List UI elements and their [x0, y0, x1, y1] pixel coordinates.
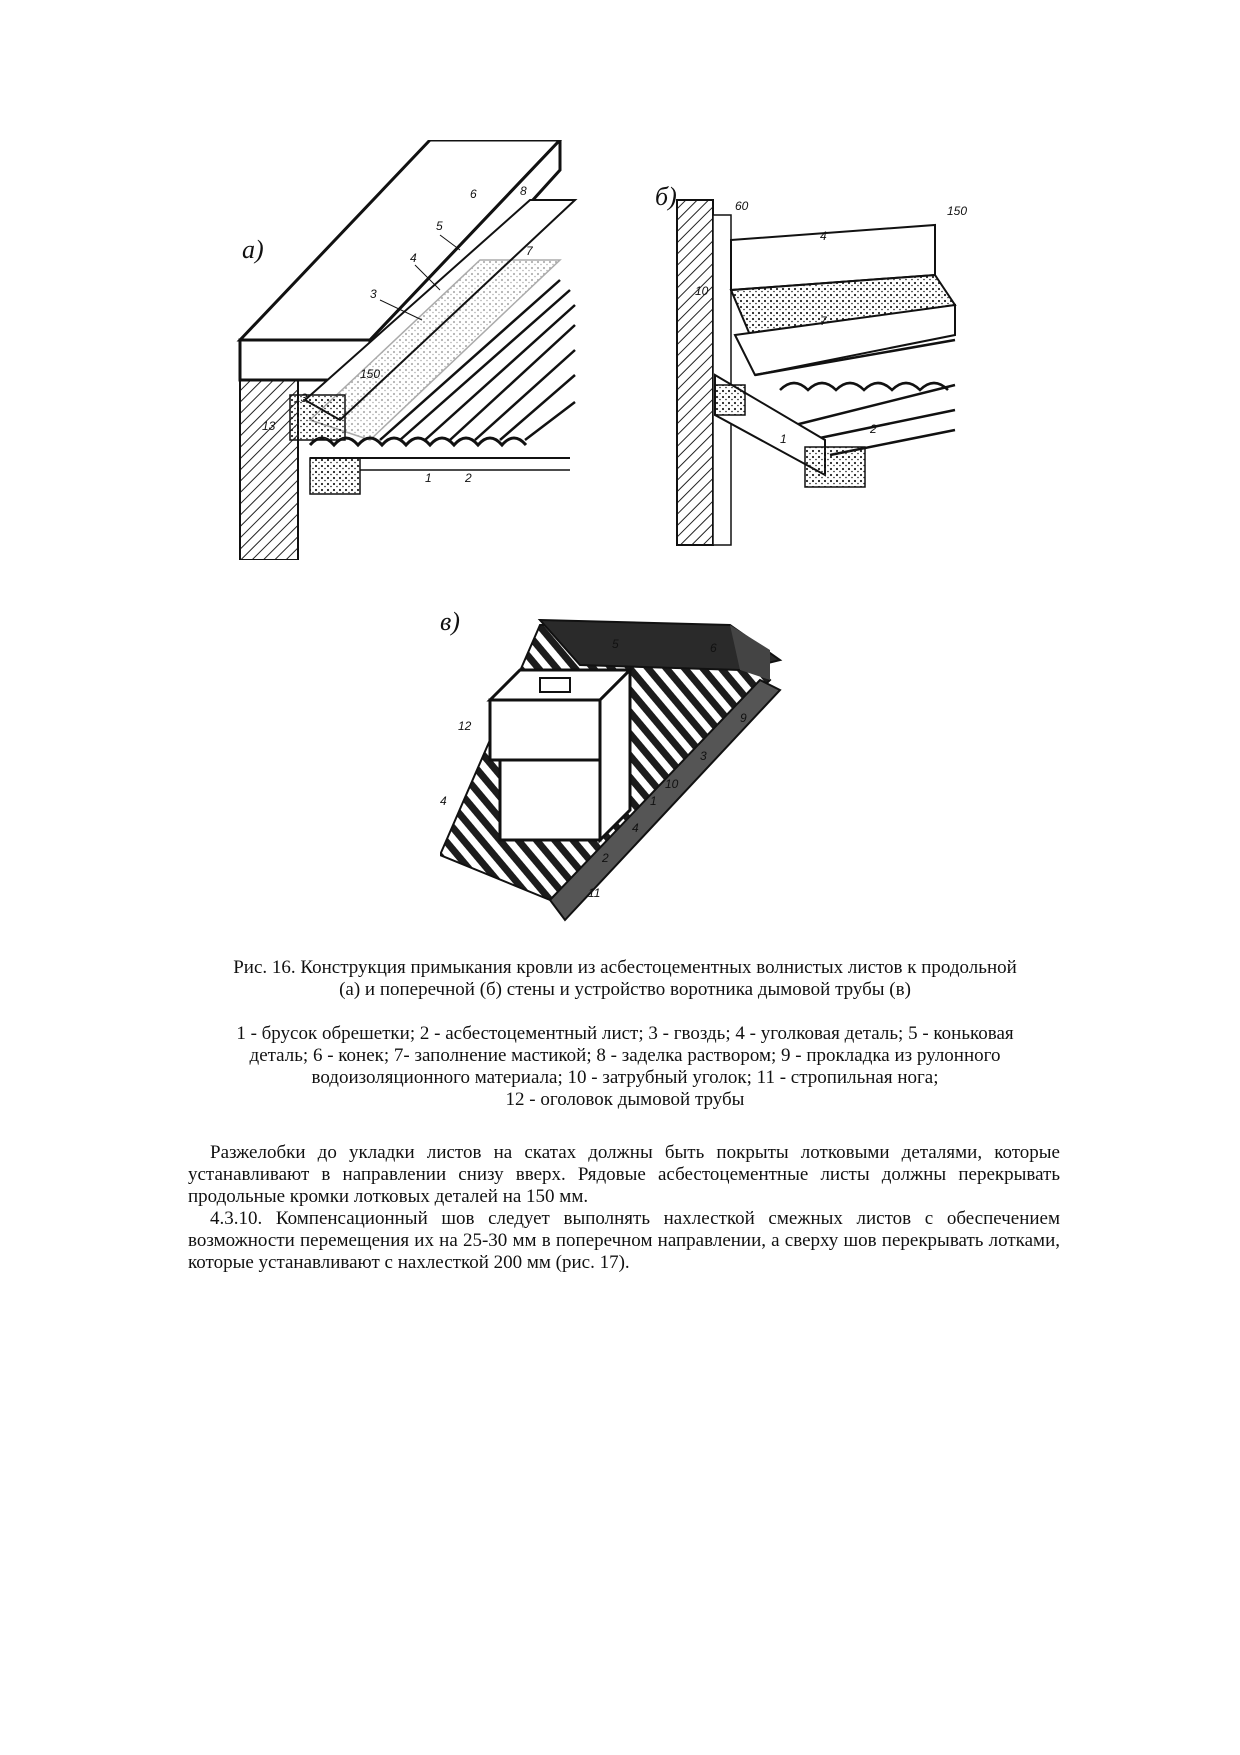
callout-a-13-side: 13: [262, 419, 276, 433]
caption-title-line-1: Рис. 16. Конструкция примыкания кровли и…: [233, 957, 1017, 978]
callout-b-10: 10: [695, 284, 709, 298]
callout-c-3: 3: [700, 749, 707, 763]
caption-legend-line-1: 1 - брусок обрешетки; 2 - асбестоцементн…: [236, 1023, 1014, 1044]
callout-a-150: 150: [360, 367, 380, 381]
callout-c-1: 1: [650, 794, 657, 808]
callout-c-2: 2: [601, 851, 609, 865]
figure-b: б) 4 7 1 2 150 10 60: [655, 185, 1015, 565]
callout-b-7: 7: [820, 314, 828, 328]
callout-a-13-top: 13: [294, 391, 308, 405]
panel-label-b: б): [655, 185, 677, 211]
callout-a-6: 6: [470, 187, 477, 201]
callout-c-11: 11: [588, 886, 600, 900]
figure-c: в) 5 6 9 3 10 1 4 2 11 12 4: [440, 600, 860, 940]
callout-c-9: 9: [740, 711, 747, 725]
paragraph-1: Разжелобки до укладки листов на скатах д…: [188, 1142, 1060, 1207]
paragraph-2: 4.3.10. Компенсационный шов следует выпо…: [188, 1208, 1060, 1273]
callout-a-5: 5: [436, 219, 443, 233]
callout-b-60: 60: [735, 199, 749, 213]
callout-b-4: 4: [820, 229, 827, 243]
panel-label-a: а): [242, 235, 264, 264]
callout-b-1: 1: [780, 432, 787, 446]
caption-legend-line-3: водоизоляционного материала; 10 - затруб…: [311, 1067, 939, 1088]
callout-c-4: 4: [632, 821, 639, 835]
caption-legend-line-2: деталь; 6 - конек; 7- заполнение мастико…: [249, 1045, 1001, 1066]
figure-a: а) 3 4 5 6 8 7 1 2 150 13 13: [230, 140, 650, 560]
callout-c-6: 6: [710, 641, 717, 655]
callout-b-150: 150: [947, 204, 967, 218]
callout-a-3: 3: [370, 287, 377, 301]
callout-b-2: 2: [869, 422, 877, 436]
callout-a-2: 2: [464, 471, 472, 485]
callout-c-4-left: 4: [440, 794, 447, 808]
caption-title-line-2: (а) и поперечной (б) стены и устройство …: [339, 979, 911, 1000]
callout-a-8: 8: [520, 184, 527, 198]
body-text: Разжелобки до укладки листов на скатах д…: [188, 1142, 1060, 1274]
figure-caption: Рис. 16. Конструкция примыкания кровли и…: [180, 957, 1070, 1111]
callout-c-10: 10: [665, 777, 679, 791]
caption-legend-line-4: 12 - оголовок дымовой трубы: [505, 1089, 745, 1110]
callout-c-5: 5: [612, 637, 619, 651]
panel-label-c: в): [440, 607, 460, 636]
callout-a-4: 4: [410, 251, 417, 265]
callout-a-1: 1: [425, 471, 432, 485]
callout-c-12: 12: [458, 719, 472, 733]
callout-a-7: 7: [526, 244, 534, 258]
